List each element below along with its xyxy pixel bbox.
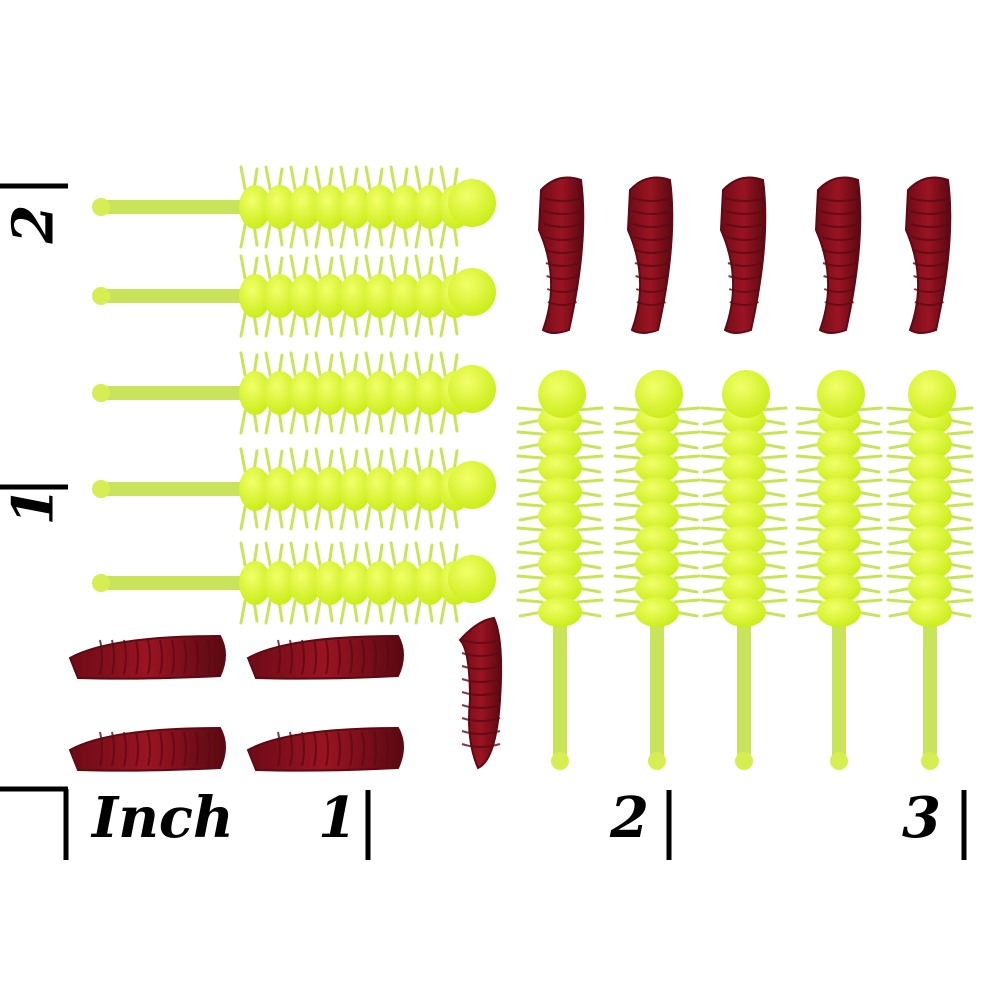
chartreuse-grub-vertical — [795, 370, 883, 770]
red-worm-vertical — [537, 176, 585, 334]
bottom-mark-2: 2 — [610, 785, 649, 851]
red-worm-vertical — [626, 176, 674, 334]
red-worm-horizontal — [246, 726, 404, 772]
left-mark-1: 1 — [0, 486, 67, 526]
chartreuse-grub-horizontal — [92, 447, 496, 531]
chartreuse-grub-vertical — [613, 370, 701, 770]
chartreuse-grub-horizontal — [92, 351, 496, 435]
left-mark-2: 2 — [0, 204, 67, 244]
chartreuse-grub-vertical — [700, 370, 788, 770]
ruler-lines — [0, 183, 967, 860]
chartreuse-grub-horizontal — [92, 254, 496, 338]
chartreuse-grub-vertical — [516, 370, 604, 770]
red-worm-horizontal — [68, 634, 226, 680]
bottom-mark-1: 1 — [318, 785, 357, 851]
bottom-mark-3: 3 — [902, 785, 941, 851]
red-worm-horizontal — [68, 726, 226, 772]
red-worm-vertical — [719, 176, 767, 334]
chartreuse-grub-horizontal — [92, 165, 496, 249]
unit-label: Inch — [92, 785, 234, 851]
chartreuse-grub-vertical — [886, 370, 974, 770]
red-worm-vertical — [814, 176, 862, 334]
red-worm-vertical — [904, 176, 952, 334]
red-worm-tilted — [458, 616, 503, 770]
red-worm-horizontal — [246, 634, 404, 680]
chartreuse-grub-horizontal — [92, 541, 496, 625]
